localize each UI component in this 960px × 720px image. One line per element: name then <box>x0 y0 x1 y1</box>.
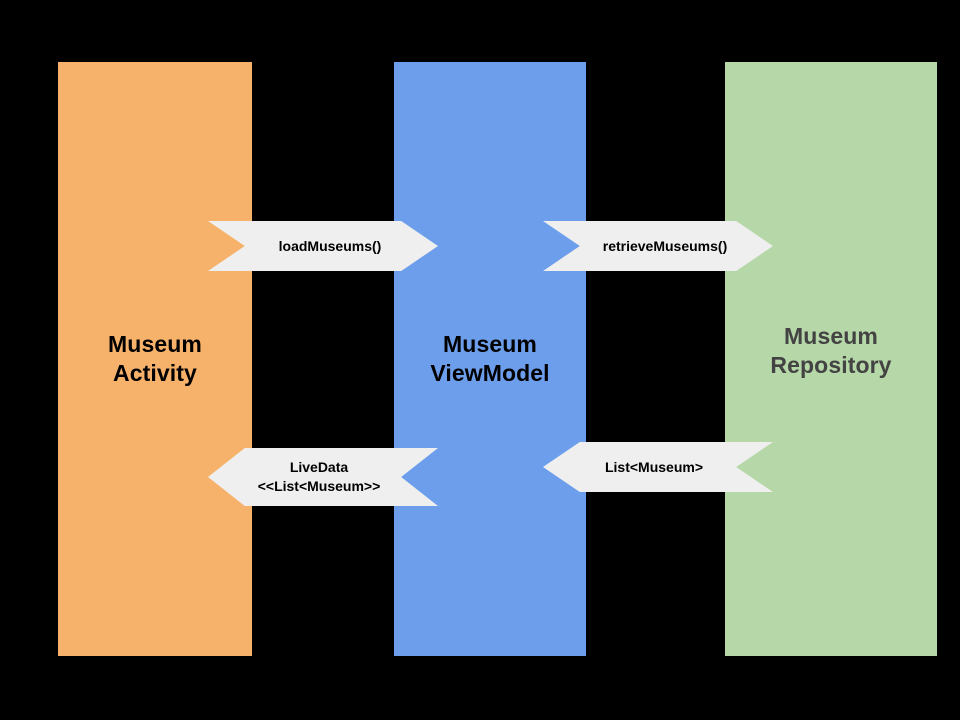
layer-label-museum-viewmodel: Museum ViewModel <box>430 331 550 386</box>
layer-museum-viewmodel: Museum ViewModel <box>394 62 586 656</box>
layer-museum-activity: Museum Activity <box>58 62 252 656</box>
arrow-label-load-museums: loadMuseums() <box>278 237 382 254</box>
layer-label-museum-activity: Museum Activity <box>108 331 202 386</box>
arrow-label-list-museum: List<Museum> <box>604 458 704 475</box>
arrow-load-museums: loadMuseums() <box>208 221 438 271</box>
layer-label-museum-repository: Museum Repository <box>770 323 892 378</box>
arrow-retrieve-museums: retrieveMuseums() <box>543 221 773 271</box>
arrow-label-retrieve-museums: retrieveMuseums() <box>602 237 728 254</box>
arrow-livedata-list: LiveData <<List<Museum>> <box>208 448 438 506</box>
arrow-label-livedata-list: LiveData <<List<Museum>> <box>257 459 381 494</box>
arrow-list-museum: List<Museum> <box>543 442 773 492</box>
layer-museum-repository: Museum Repository <box>725 62 937 656</box>
